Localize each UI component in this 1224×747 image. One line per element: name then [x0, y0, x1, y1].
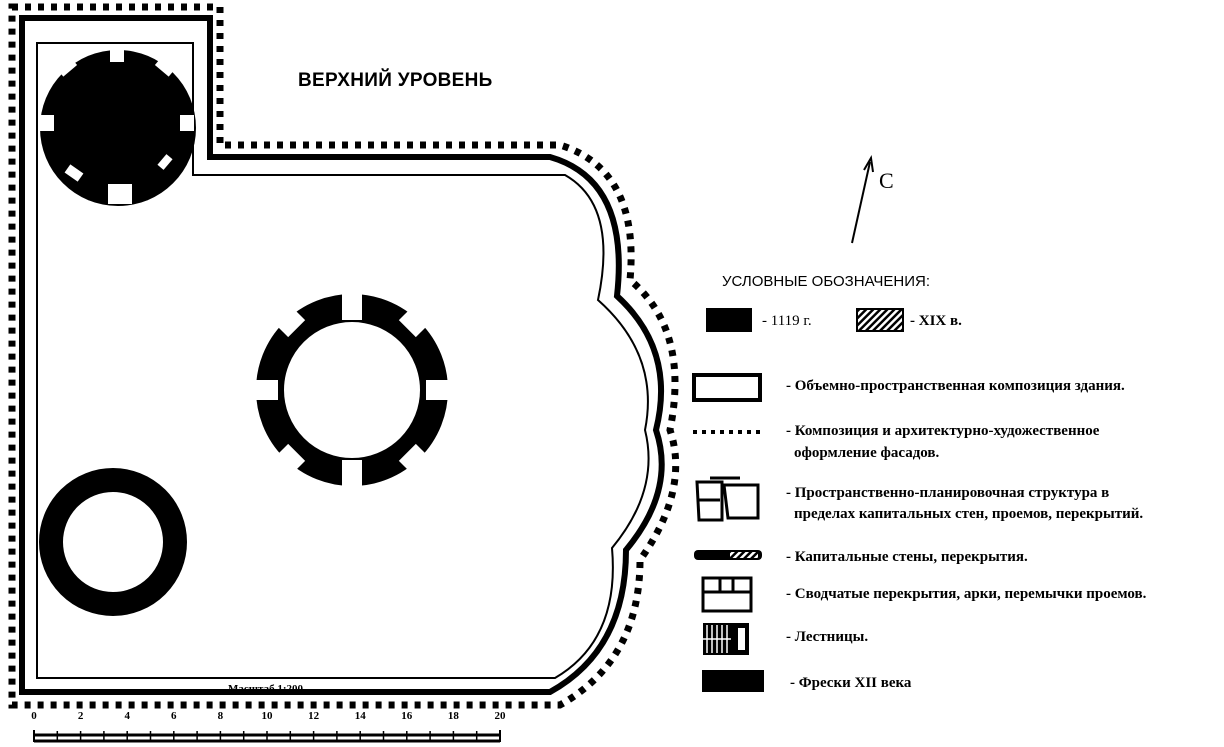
floor-plan-icon — [695, 476, 760, 522]
scale-tick-label: 2 — [77, 710, 84, 722]
scale-tick-label: 0 — [31, 710, 37, 722]
north-label: С — [879, 168, 894, 193]
legend-item-walls: - Капитальные стены, перекрытия. — [786, 549, 1028, 565]
wall-bar-icon — [694, 550, 762, 560]
legend-item-structure-line2: пределах капитальных стен, проемов, пере… — [794, 506, 1144, 522]
vault-icon — [701, 576, 753, 613]
scale-tick-label: 16 — [401, 710, 413, 722]
scale-tick-label: 10 — [261, 710, 273, 722]
scale-bar — [33, 730, 501, 743]
period-xix-label: - XIX в. — [910, 313, 962, 329]
scale-title: Масштаб 1:200 — [228, 683, 304, 695]
legend-title: УСЛОВНЫЕ ОБОЗНАЧЕНИЯ: — [722, 273, 931, 290]
outline-rectangle-icon — [692, 373, 762, 402]
scale-tick-label: 14 — [354, 710, 366, 722]
period-1119-swatch — [706, 308, 752, 332]
capital-wall-outline — [19, 15, 665, 695]
legend-item-facade-line2: оформление фасадов. — [794, 445, 940, 461]
sw-stair-tower — [39, 468, 187, 616]
scale-tick-label: 12 — [308, 710, 320, 722]
legend-item-structure-line1: - Пространственно-планировочная структур… — [786, 485, 1110, 501]
central-drum — [256, 294, 448, 486]
period-xix-swatch — [856, 308, 904, 332]
legend-item-volume: - Объемно-пространственная композиция зд… — [786, 378, 1125, 394]
north-arrow-icon — [851, 155, 874, 244]
stairs-icon — [703, 623, 749, 655]
scale-tick-label: 18 — [447, 710, 459, 722]
legend-item-facade-line1: - Композиция и архитектурно-художественн… — [786, 423, 1100, 439]
legend-item-frescoes: - Фрески XII века — [790, 675, 912, 691]
scale-tick-label: 20 — [494, 710, 506, 722]
scale-tick-label: 4 — [124, 710, 130, 722]
legend-item-stairs: - Лестницы. — [786, 629, 869, 645]
legend-item-vaults: - Сводчатые перекрытия, арки, перемычки … — [786, 586, 1147, 602]
nw-tower — [40, 44, 196, 206]
period-1119-label: - 1119 г. — [762, 313, 812, 329]
plan-title: ВЕРХНИЙ УРОВЕНЬ — [298, 70, 493, 91]
scale-tick-label: 8 — [217, 710, 224, 722]
inner-space-outline — [36, 42, 650, 679]
scale-tick-label: 6 — [171, 710, 177, 722]
fresco-block-icon — [702, 670, 764, 692]
